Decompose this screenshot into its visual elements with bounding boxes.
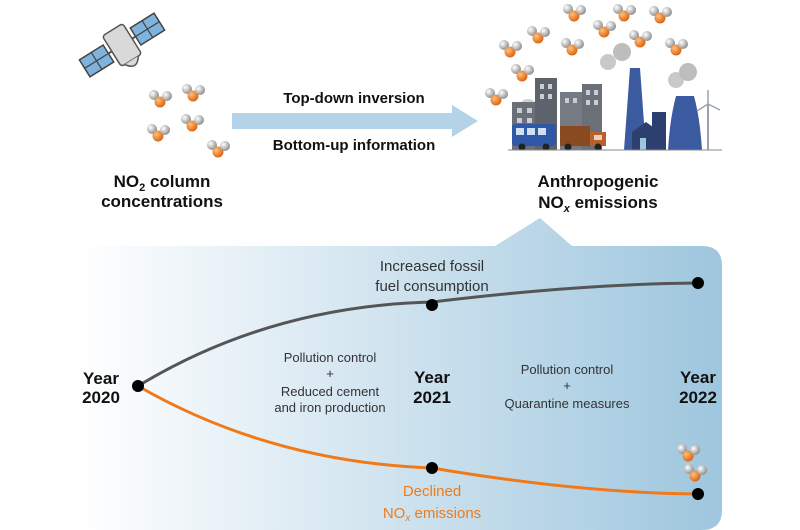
year-2020: 2020 <box>82 388 120 407</box>
svg-text:Reduced cement: Reduced cement <box>281 384 380 399</box>
svg-text:Quarantine measures: Quarantine measures <box>504 396 630 411</box>
left-caption-line1: NO2 column <box>114 172 211 194</box>
node-2021-lower <box>426 462 438 474</box>
truck-icon <box>560 126 606 151</box>
year-2022: 2022 <box>679 388 717 407</box>
node-2020 <box>132 380 144 392</box>
wind-turbine-icon <box>696 90 721 150</box>
right-caption-line1: Anthropogenic <box>538 172 659 191</box>
factory-icon <box>624 68 702 150</box>
lower-label-line2: NOx emissions <box>383 505 481 524</box>
lower-label-line1: Declined <box>403 483 461 500</box>
year-2021: 2021 <box>413 388 451 407</box>
timeline-panel <box>78 218 722 530</box>
year-2020-word: Year <box>83 369 119 388</box>
left-caption-line2: concentrations <box>101 192 223 211</box>
svg-text:Pollution control: Pollution control <box>521 362 614 377</box>
satellite-icon <box>78 12 166 78</box>
svg-text:+: + <box>326 366 334 381</box>
middle-left-label: Pollution control + Reduced cement and i… <box>274 350 385 415</box>
year-2021-word: Year <box>414 368 450 387</box>
upper-label-line2: fuel consumption <box>375 278 488 295</box>
svg-text:+: + <box>563 378 571 393</box>
no2-molecule-icon <box>147 84 230 158</box>
svg-text:Pollution control: Pollution control <box>284 350 377 365</box>
right-caption-line2: NOx emissions <box>538 193 658 215</box>
middle-right-label: Pollution control + Quarantine measures <box>504 362 630 411</box>
svg-text:and iron production: and iron production <box>274 400 385 415</box>
node-2021-upper <box>426 299 438 311</box>
arrow-label-top: Top-down inversion <box>283 90 424 107</box>
arrow-label-bottom: Bottom-up information <box>273 137 435 154</box>
node-2022-upper <box>692 277 704 289</box>
year-2022-word: Year <box>680 368 716 387</box>
bus-icon <box>512 124 556 151</box>
inversion-arrow <box>232 105 478 137</box>
upper-label-line1: Increased fossil <box>380 258 484 275</box>
node-2022-lower <box>692 488 704 500</box>
